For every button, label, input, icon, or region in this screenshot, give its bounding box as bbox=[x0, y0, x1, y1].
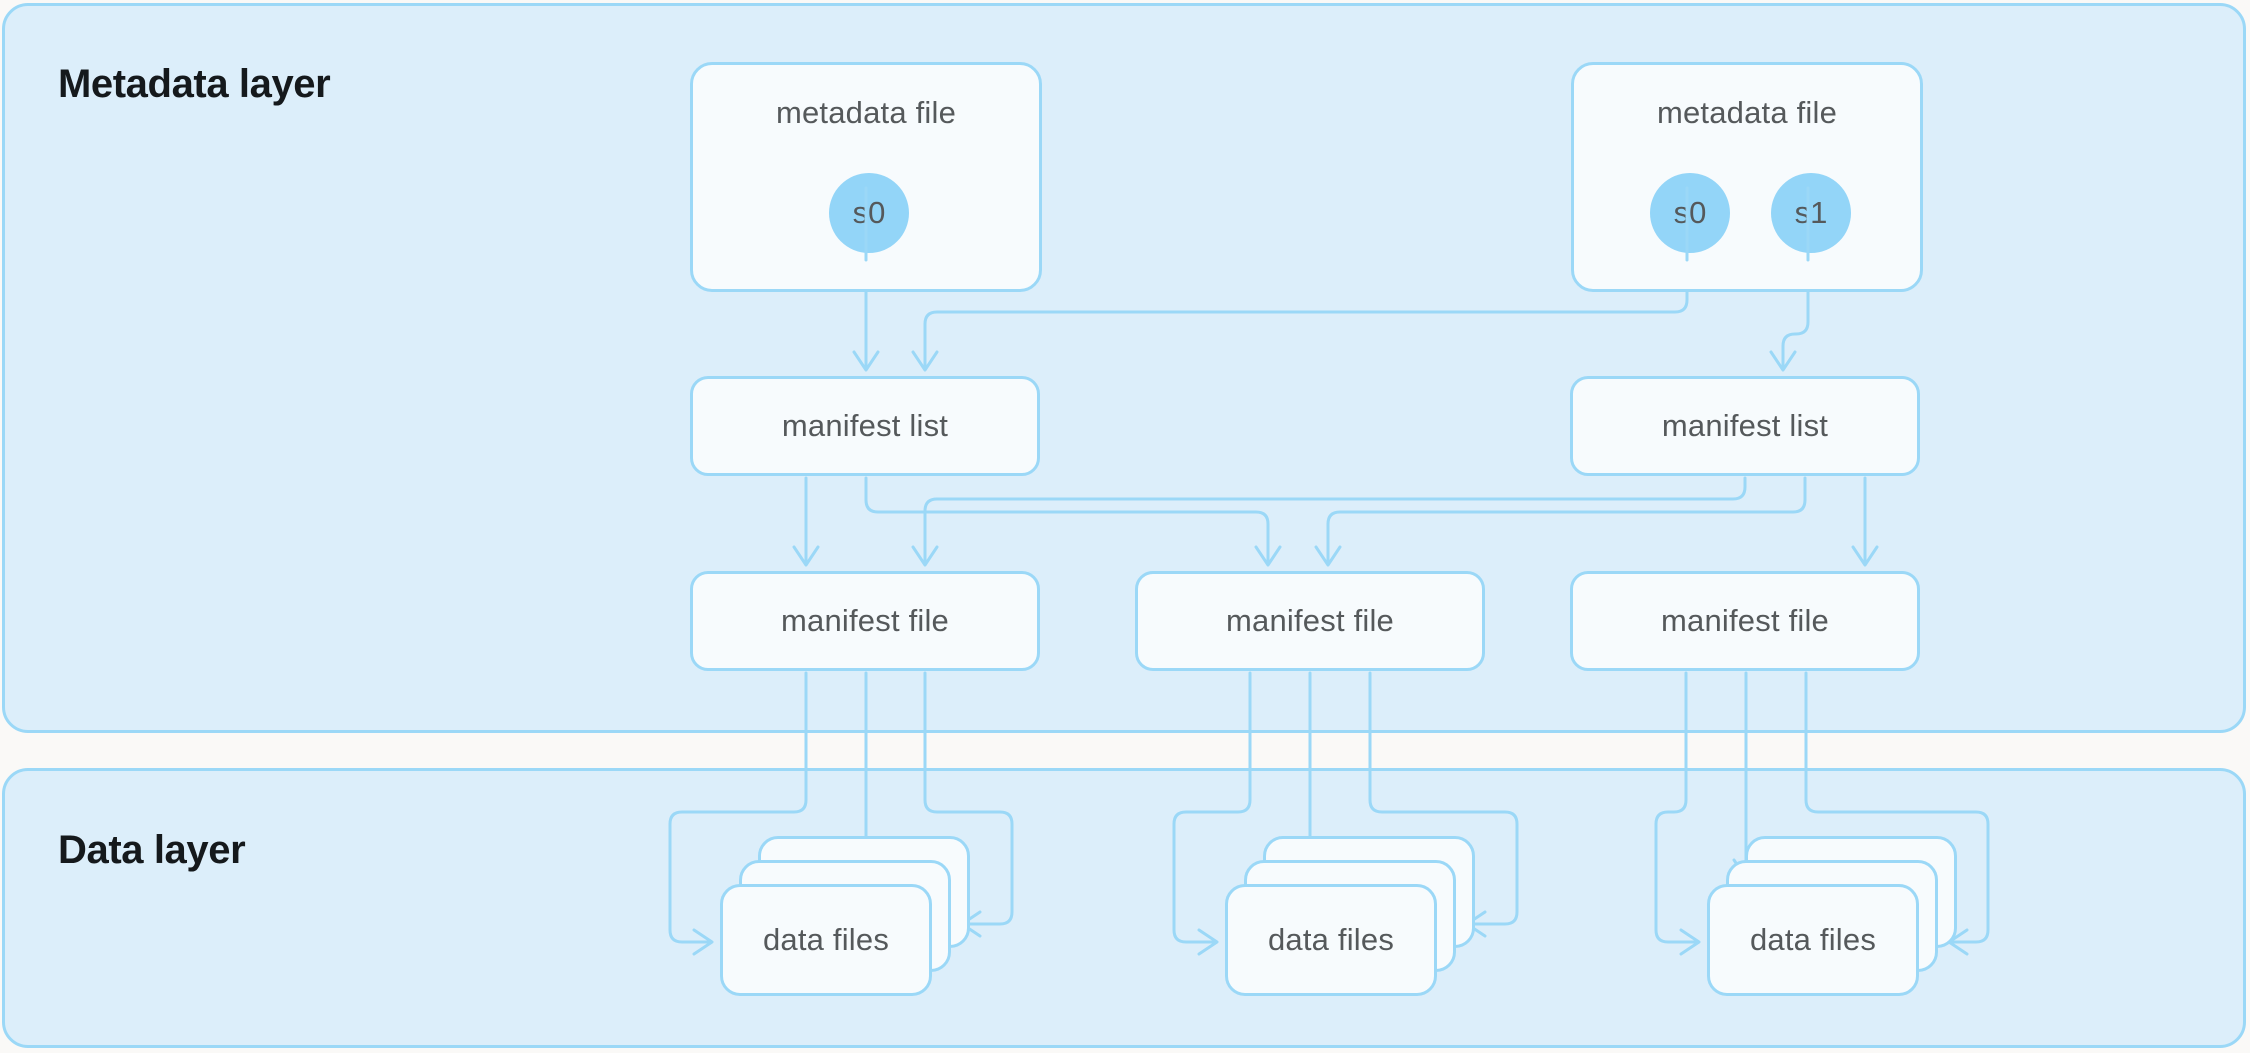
manifest-list-label: manifest list bbox=[1661, 408, 1829, 443]
data-files-stack-2[interactable]: data files bbox=[1225, 836, 1475, 996]
manifest-file-label: manifest file bbox=[1226, 603, 1394, 638]
data-files-label: data files bbox=[762, 922, 890, 957]
manifest-file-label: manifest file bbox=[781, 603, 949, 638]
data-files-stack-3[interactable]: data files bbox=[1707, 836, 1957, 996]
data-file-sheet-front[interactable]: data files bbox=[1707, 884, 1919, 996]
snapshot-badge-s1[interactable]: s1 bbox=[1771, 173, 1851, 253]
data-layer-title: Data layer bbox=[58, 828, 246, 872]
metadata-layer-title: Metadata layer bbox=[58, 62, 331, 106]
snapshot-badge-s0[interactable]: s0 bbox=[829, 173, 909, 253]
snapshot-badge-s0[interactable]: s0 bbox=[1650, 173, 1730, 253]
metadata-file-label: metadata file bbox=[775, 95, 957, 130]
manifest-list-node-1[interactable]: manifest list bbox=[690, 376, 1040, 476]
manifest-file-label: manifest file bbox=[1661, 603, 1829, 638]
manifest-file-node-1[interactable]: manifest file bbox=[690, 571, 1040, 671]
manifest-file-node-3[interactable]: manifest file bbox=[1570, 571, 1920, 671]
metadata-file-label: metadata file bbox=[1656, 95, 1838, 130]
manifest-file-node-2[interactable]: manifest file bbox=[1135, 571, 1485, 671]
manifest-list-label: manifest list bbox=[781, 408, 949, 443]
data-files-stack-1[interactable]: data files bbox=[720, 836, 970, 996]
manifest-list-node-2[interactable]: manifest list bbox=[1570, 376, 1920, 476]
data-file-sheet-front[interactable]: data files bbox=[1225, 884, 1437, 996]
data-files-label: data files bbox=[1267, 922, 1395, 957]
data-files-label: data files bbox=[1749, 922, 1877, 957]
metadata-file-node-2[interactable]: metadata file s0 s1 bbox=[1571, 62, 1923, 292]
metadata-file-node-1[interactable]: metadata file s0 bbox=[690, 62, 1042, 292]
data-file-sheet-front[interactable]: data files bbox=[720, 884, 932, 996]
